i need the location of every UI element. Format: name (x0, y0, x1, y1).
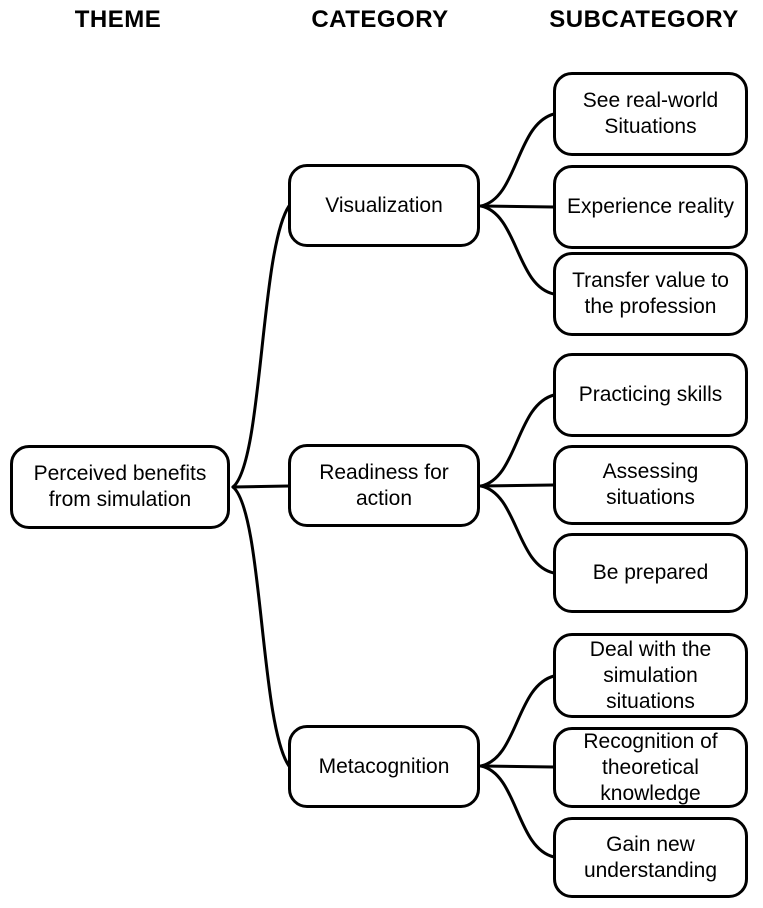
subcategory-node-transfer-value-to-the-profession: Transfer value to the profession (553, 252, 748, 336)
column-header-category: CATEGORY (311, 6, 449, 33)
connector-cat2-sub0 (479, 674, 556, 768)
connector-theme-visualization (231, 204, 291, 489)
subcategory-node-label: Recognition of theoretical knowledge (583, 729, 718, 805)
connector-theme-readiness (231, 484, 291, 489)
category-node-label: Metacognition (318, 754, 450, 778)
category-node-label: Visualization (325, 193, 443, 217)
connector-cat0-sub0 (479, 112, 556, 208)
connector-cat1-sub0 (479, 393, 556, 488)
subcategory-node-see-real-world-situations: See real-world Situations (553, 72, 748, 156)
subcategory-node-label: Assessing situations (602, 460, 699, 509)
category-node-readiness-for-action: Readiness for action (288, 444, 480, 527)
column-header-subcategory: SUBCATEGORY (549, 6, 739, 33)
subcategory-node-assessing-situations: Assessing situations (553, 445, 748, 525)
connector-cat1-sub2 (479, 484, 556, 575)
subcategory-node-label: Practicing skills (578, 383, 723, 406)
connector-cat0-sub1 (479, 204, 556, 209)
subcategory-node-label: Experience reality (567, 195, 734, 218)
connector-theme-metacognition (231, 485, 291, 768)
column-header-theme: THEME (74, 6, 162, 33)
category-node-metacognition: Metacognition (288, 725, 480, 808)
subcategory-node-gain-new-understanding: Gain new understanding (553, 817, 748, 898)
subcategory-node-be-prepared: Be prepared (553, 533, 748, 613)
connector-cat2-sub1 (479, 764, 556, 769)
category-node-label: Readiness for action (319, 460, 449, 510)
category-node-visualization: Visualization (288, 164, 480, 247)
subcategory-node-label: Transfer value to the profession (572, 269, 729, 318)
theme-node: Perceived benefits from simulation (10, 445, 230, 529)
subcategory-node-recognition-of-theoretical-knowledge: Recognition of theoretical knowledge (553, 727, 748, 808)
connector-cat2-sub2 (479, 764, 556, 859)
subcategory-node-deal-with-the-simulation-situations: Deal with the simulation situations (553, 633, 748, 718)
subcategory-node-label: Gain new understanding (583, 832, 718, 882)
subcategory-node-label: Deal with the simulation situations (589, 637, 712, 713)
subcategory-node-label: Be prepared (592, 561, 709, 584)
connector-cat1-sub1 (479, 483, 556, 488)
subcategory-node-experience-reality: Experience reality (553, 165, 748, 249)
subcategory-node-label: See real-world Situations (582, 89, 719, 138)
connector-cat0-sub2 (479, 204, 556, 296)
theme-node-label: Perceived benefits from simulation (33, 462, 207, 511)
subcategory-node-practicing-skills: Practicing skills (553, 353, 748, 437)
